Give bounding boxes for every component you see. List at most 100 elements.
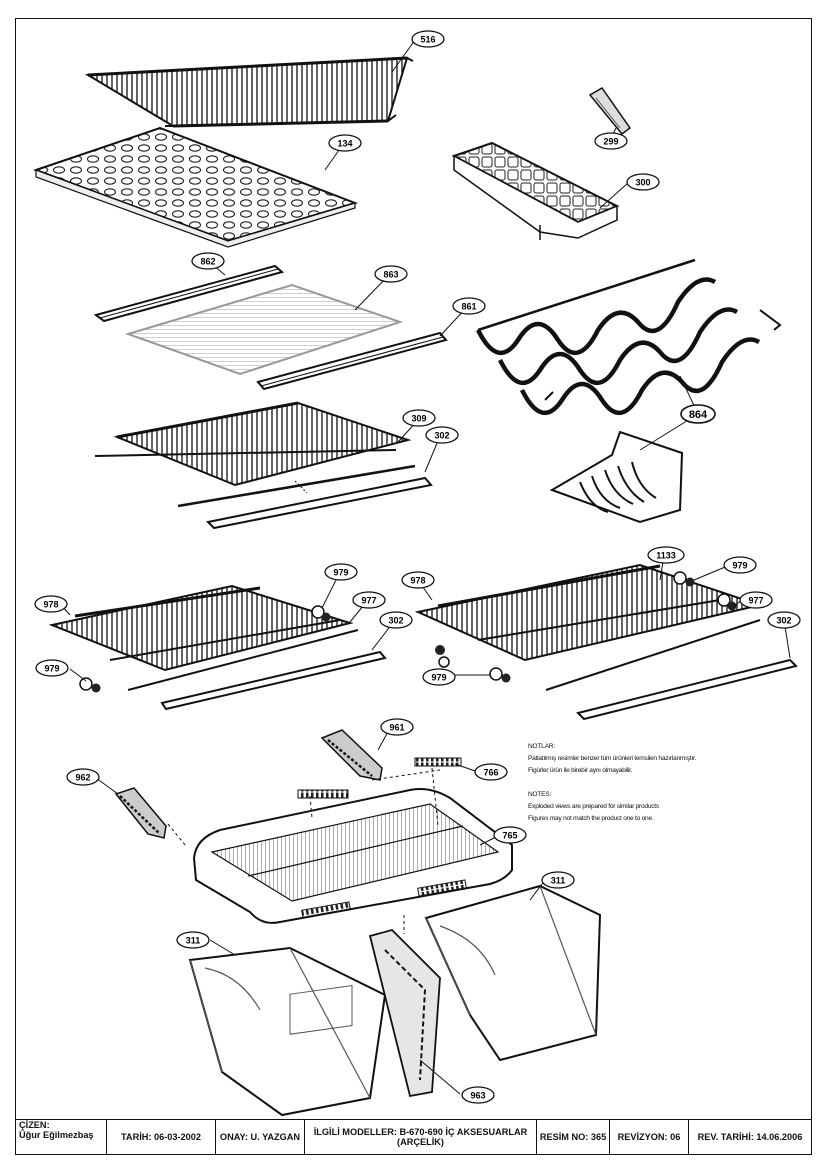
callout-963: 963 [461,1086,495,1104]
callout-864: 864 [680,404,716,424]
callout-979-right-bottom: 979 [422,668,456,686]
callout-862-text: 862 [200,257,215,267]
title-block-drawing-no: RESİM NO: 365 [537,1120,610,1154]
callout-311-left-text: 311 [186,936,201,946]
notes-tr-title: NOTLAR: [528,743,555,750]
notes-block: NOTLAR: Patlatılmış resimler benzer tüm … [528,741,728,825]
title-block: ÇİZEN: Üğur Eğilmezbaş TARİH: 06-03-2002… [15,1119,812,1155]
callout-861: 861 [452,297,486,315]
bolt-979-b [79,677,101,693]
callout-516-text: 516 [420,35,435,45]
part-963-divider [368,928,441,1098]
title-block-approval: ONAY: U. YAZGAN [216,1120,305,1154]
callout-302-left: 302 [379,611,413,629]
callout-863-text: 863 [383,270,398,280]
callout-961-text: 961 [389,723,404,733]
notes-en-line1: Exploded views are prepared for similar … [528,803,659,810]
callout-299: 299 [594,132,628,150]
notes-tr-line2: Figürler ürün ile birebir aynı olmayabil… [528,767,633,774]
callout-309: 309 [402,409,436,427]
part-311-crisper-left [188,946,387,1117]
callout-1133-text: 1133 [656,551,676,561]
notes-en-line2: Figures may not match the product one to… [528,815,654,822]
callout-978-left-text: 978 [43,600,58,610]
callout-864-text: 864 [689,409,708,421]
callout-302-right-text: 302 [776,616,791,626]
callout-977-right: 977 [739,591,773,609]
callout-962: 962 [66,768,100,786]
callout-1133: 1133 [647,546,685,564]
drawn-label: ÇİZEN: [19,1120,50,1130]
callout-766: 766 [474,763,508,781]
notes-tr-line1: Patlatılmış resimler benzer tüm ürünleri… [528,755,697,762]
title-block-date: TARİH: 06-03-2002 [107,1120,216,1154]
callout-977-left: 977 [352,591,386,609]
callout-979-right-bottom-text: 979 [431,673,446,683]
part-302-rail-top [177,464,433,530]
callout-299-text: 299 [603,137,618,147]
bolt-979-c [673,571,737,611]
callout-978-right: 978 [401,571,435,589]
callout-979-left-bottom-text: 979 [44,664,59,674]
part-861-rail [256,331,448,391]
title-block-revision: REVİZYON: 06 [610,1120,689,1154]
callout-300-text: 300 [635,178,650,188]
callout-979-left-top: 979 [324,563,358,581]
callout-311-right-text: 311 [551,876,566,886]
callout-861-text: 861 [461,302,476,312]
callout-862: 862 [191,252,225,270]
part-134-perforated-plate [33,126,359,248]
models-line2: (ARÇELİK) [397,1137,444,1147]
notes-en-title: NOTES: [528,791,552,798]
callout-963-text: 963 [470,1091,485,1101]
callout-766-text: 766 [483,768,498,778]
models-line1: İLGİLİ MODELLER: B-670-690 İÇ AKSESUARLA… [313,1127,528,1137]
title-block-drawn-by: ÇİZEN: Üğur Eğilmezbaş [16,1120,107,1154]
part-864-bottle-holder [549,430,684,524]
part-516-wire-shelf [84,56,414,128]
part-299-clip [588,87,632,136]
callout-300: 300 [626,173,660,191]
part-1133-split-shelf-right [414,563,798,721]
part-309-wire-shelf [94,401,412,487]
drawn-by-name: Üğur Eğilmezbaş [19,1130,94,1140]
callout-977-right-text: 977 [748,596,763,606]
callout-979-right-top-text: 979 [732,561,747,571]
callout-962-text: 962 [75,773,90,783]
part-766-vent-grilles [297,757,462,799]
callout-979-left-top-text: 979 [333,568,348,578]
title-block-models: İLGİLİ MODELLER: B-670-690 İÇ AKSESUARLA… [305,1120,537,1154]
bolt-979-d [435,645,511,683]
callout-311-right: 311 [541,871,575,889]
part-962-bracket [114,787,167,839]
callout-134-text: 134 [337,139,352,149]
callout-302-left-text: 302 [388,616,403,626]
callout-302-right: 302 [767,611,801,629]
callout-765-text: 765 [502,831,517,841]
callout-978-left: 978 [34,595,68,613]
callout-311-left: 311 [176,931,210,949]
part-864-bottle-rack [475,258,782,416]
callout-961: 961 [380,718,414,736]
callout-309-text: 309 [411,414,426,424]
callout-979-right-top: 979 [723,556,757,574]
title-block-rev-date: REV. TARİHİ: 14.06.2006 [697,1132,803,1142]
part-862-rail [93,264,285,323]
callout-979-left-bottom: 979 [35,659,69,677]
part-863-glass-shelf [124,283,404,376]
part-961-bracket [320,729,383,781]
callout-765: 765 [493,826,527,844]
assembly-guides [167,767,441,934]
callout-977-left-text: 977 [361,596,376,606]
callout-134: 134 [328,134,362,152]
drawing-frame [15,18,812,1155]
callout-978-right-text: 978 [410,576,425,586]
part-765-crisper-cover [192,788,513,924]
callout-863: 863 [374,265,408,283]
bolt-979-a [311,605,331,622]
callout-302-top-text: 302 [434,431,449,441]
callout-302-top: 302 [425,426,459,444]
callout-516: 516 [411,30,445,48]
part-300-tray [451,141,620,240]
